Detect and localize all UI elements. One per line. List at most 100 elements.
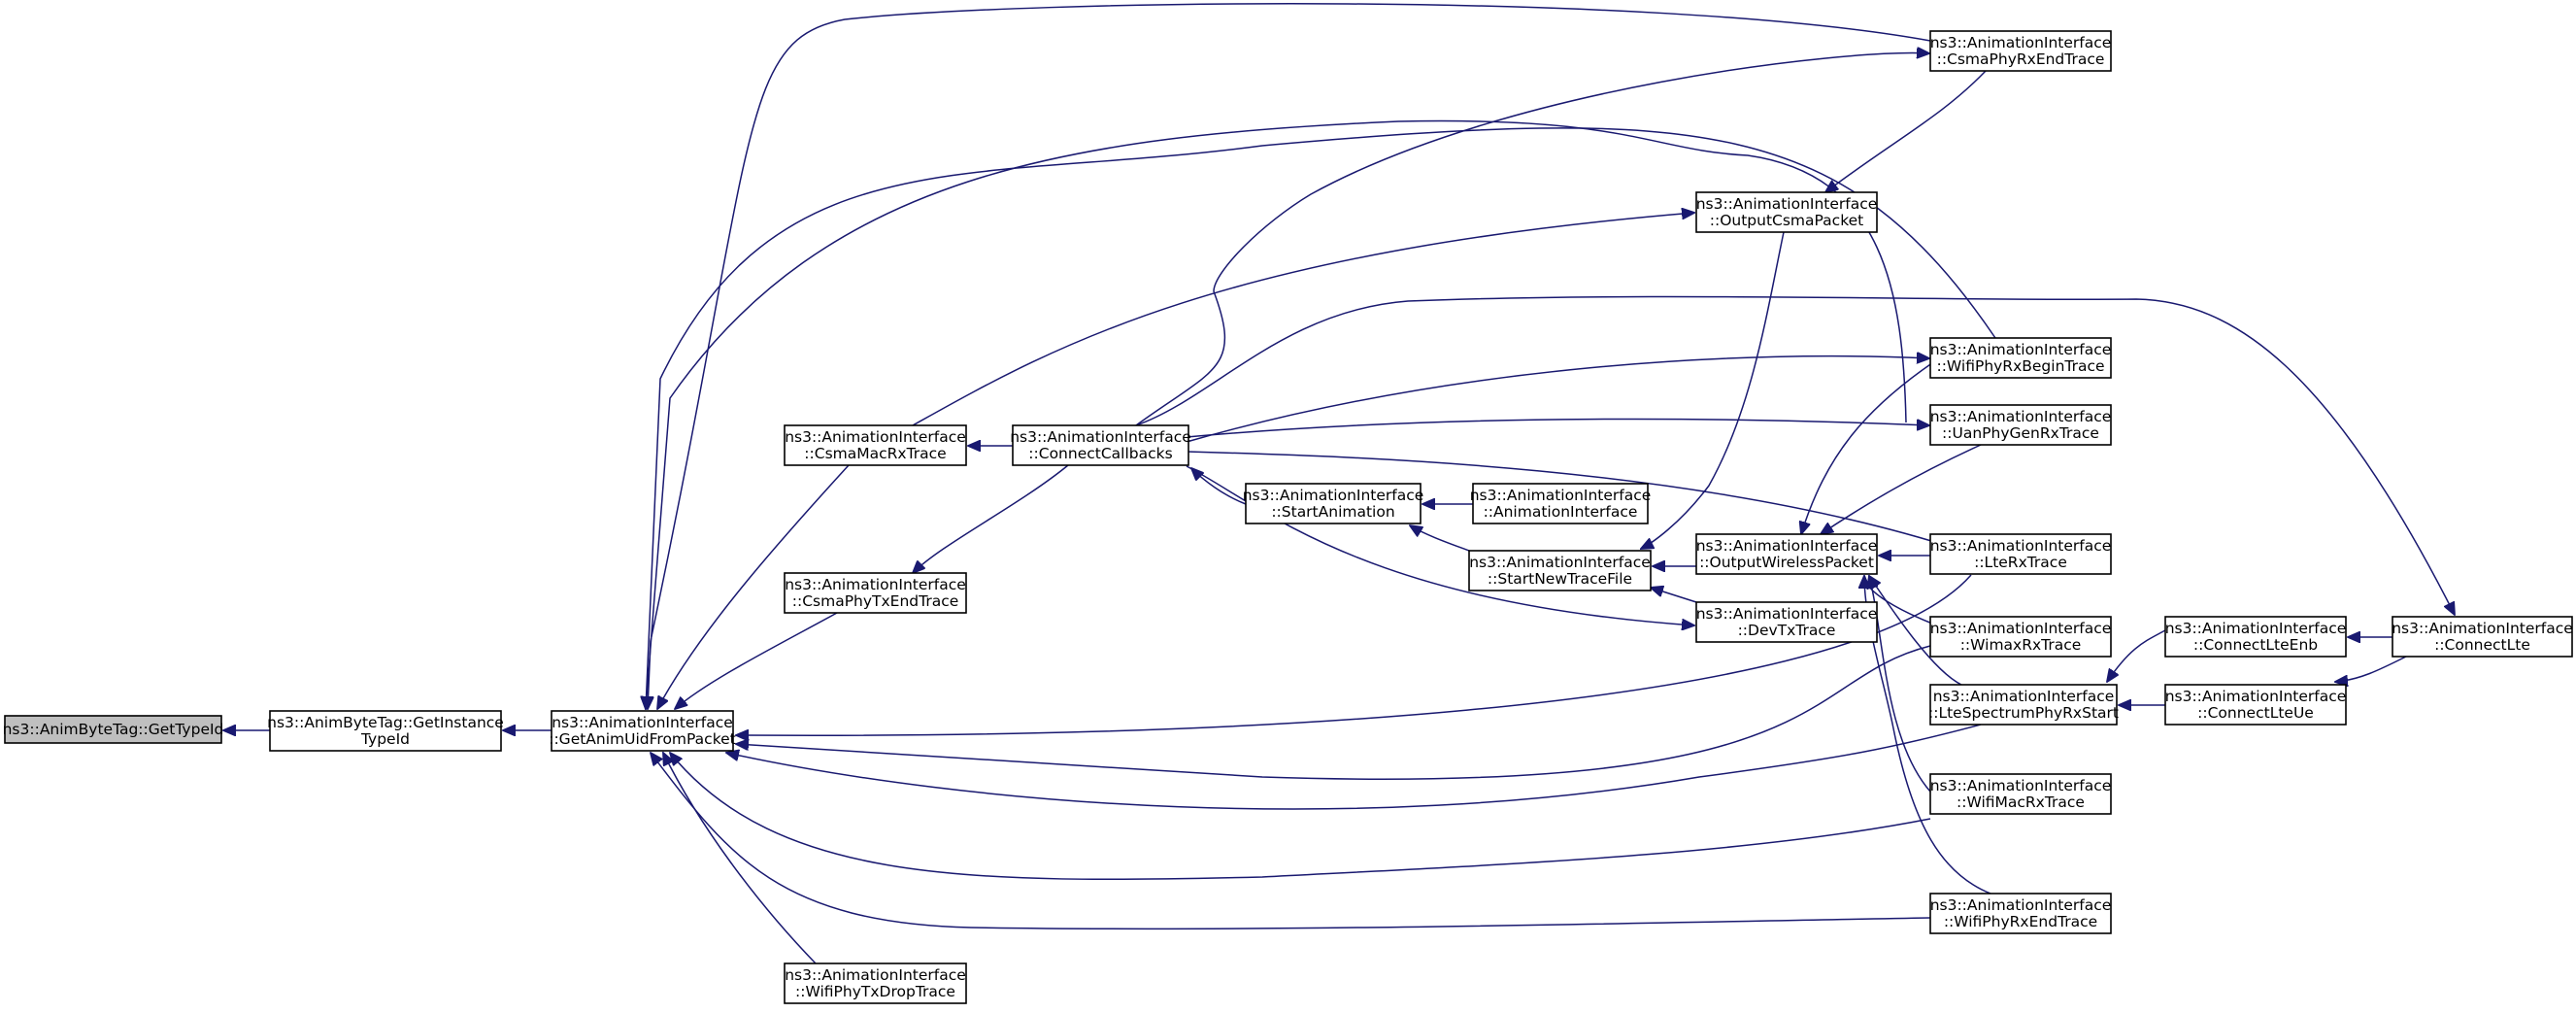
node-n2[interactable]: ns3::AnimationInterface::GetAnimUidFromP…	[549, 710, 736, 752]
edge-n6-to-n15	[1186, 418, 1929, 438]
edge-n16-to-n2	[736, 574, 1972, 735]
node-n5[interactable]: ns3::AnimationInterface::WifiPhyTxDropTr…	[784, 962, 967, 1004]
edge-n18-to-n11	[1869, 576, 1962, 686]
edge-n10-to-n9	[1641, 231, 1785, 549]
node-n19[interactable]: ns3::AnimationInterface::WifiMacRxTrace	[1929, 773, 2112, 815]
node-label: ::OutputWirelessPacket	[1699, 554, 1874, 571]
node-n0[interactable]: ns3::AnimByteTag::GetTypeId	[3, 715, 224, 744]
node-box	[551, 710, 734, 752]
node-n23[interactable]: ns3::AnimationInterface::ConnectLte	[2392, 616, 2573, 658]
node-label: ::LteSpectrumPhyRxStart	[1928, 704, 2119, 722]
edge-n3-to-n2	[657, 464, 850, 709]
node-box	[269, 710, 502, 752]
edge-n13-to-n10	[1825, 70, 1987, 192]
node-label: ::ConnectLteEnb	[2193, 636, 2318, 654]
node-label: ns3::AnimationInterface	[1930, 896, 2112, 914]
node-n8[interactable]: ns3::AnimationInterface::AnimationInterf…	[1470, 483, 1652, 524]
node-label: ns3::AnimationInterface	[785, 428, 966, 446]
node-label: ::OutputCsmaPacket	[1710, 212, 1864, 229]
edge-n3-to-n10	[912, 213, 1694, 426]
node-box	[1929, 684, 2118, 726]
node-n7[interactable]: ns3::AnimationInterface::StartAnimation	[1243, 483, 1424, 524]
node-label: ::ConnectCallbacks	[1028, 445, 1172, 462]
node-label: ns3::AnimationInterface	[1696, 537, 1878, 555]
node-box	[1929, 616, 2112, 658]
node-n18[interactable]: ns3::AnimationInterface::LteSpectrumPhyR…	[1928, 684, 2119, 726]
node-label: ::CsmaPhyRxEndTrace	[1937, 51, 2105, 68]
edge-n23-to-n22	[2335, 656, 2407, 682]
node-box	[2392, 616, 2573, 658]
node-n13[interactable]: ns3::AnimationInterface::CsmaPhyRxEndTra…	[1929, 30, 2112, 72]
edge-n6-to-n12	[1186, 465, 1694, 625]
node-label: ns3::AnimationInterface	[2392, 620, 2573, 637]
node-box	[1468, 550, 1652, 591]
edge-n21-to-n18	[2107, 629, 2166, 682]
node-n3[interactable]: ns3::AnimationInterface::CsmaMacRxTrace	[784, 424, 967, 466]
node-box	[1929, 893, 2112, 934]
edge-n6-to-n4	[913, 464, 1069, 573]
node-label: ns3::AnimationInterface	[1930, 620, 2112, 637]
node-n15[interactable]: ns3::AnimationInterface::UanPhyGenRxTrac…	[1929, 404, 2112, 446]
node-box	[1929, 404, 2112, 446]
node-label: ::WifiMacRxTrace	[1957, 794, 2085, 811]
node-box	[784, 962, 967, 1004]
node-label: ns3::AnimByteTag::GetInstance	[267, 714, 504, 731]
node-label: ::CsmaPhyTxEndTrace	[792, 592, 959, 610]
edge-n13-to-n2	[648, 3, 1931, 709]
node-box	[2164, 684, 2347, 726]
edge-n6-to-n13	[1135, 53, 1929, 426]
node-n12[interactable]: ns3::AnimationInterface::DevTxTrace	[1695, 601, 1878, 643]
node-label: ::CsmaMacRxTrace	[804, 445, 946, 462]
edge-n4-to-n2	[675, 612, 838, 709]
node-box	[1929, 773, 2112, 815]
node-label: ::WimaxRxTrace	[1960, 636, 2082, 654]
edge-n17-to-n2	[736, 645, 1931, 780]
node-box	[1695, 601, 1878, 643]
node-label: ns3::AnimationInterface	[1469, 554, 1651, 571]
node-n17[interactable]: ns3::AnimationInterface::WimaxRxTrace	[1929, 616, 2112, 658]
node-label: ns3::AnimationInterface	[1930, 537, 2112, 555]
node-box	[1929, 30, 2112, 72]
node-label: ns3::AnimationInterface	[1010, 428, 1191, 446]
node-n20[interactable]: ns3::AnimationInterface::WifiPhyRxEndTra…	[1929, 893, 2112, 934]
node-n4[interactable]: ns3::AnimationInterface::CsmaPhyTxEndTra…	[784, 572, 967, 614]
node-label: ns3::AnimationInterface	[785, 966, 966, 984]
node-n21[interactable]: ns3::AnimationInterface::ConnectLteEnb	[2164, 616, 2347, 658]
node-n22[interactable]: ns3::AnimationInterface::ConnectLteUe	[2164, 684, 2347, 726]
node-n10[interactable]: ns3::AnimationInterface::OutputCsmaPacke…	[1695, 191, 1878, 233]
node-label: ns3::AnimationInterface	[1933, 688, 2115, 705]
node-n11[interactable]: ns3::AnimationInterface::OutputWirelessP…	[1695, 533, 1878, 575]
edge-n6-to-n23	[1135, 295, 2455, 615]
node-box	[4, 715, 222, 744]
node-label: ::UanPhyGenRxTrace	[1942, 424, 2099, 442]
node-label: ::WifiPhyRxEndTrace	[1944, 913, 2097, 930]
node-box	[2164, 616, 2347, 658]
edge-n5-to-n2	[663, 753, 817, 964]
node-box	[784, 572, 967, 614]
node-label: ns3::AnimationInterface	[1930, 34, 2112, 51]
node-label: ns3::AnimationInterface	[1243, 487, 1424, 504]
node-label: ::ConnectLte	[2434, 636, 2530, 654]
node-label: ns3::AnimByteTag::GetTypeId	[3, 721, 224, 738]
edge-n6-to-n16	[1186, 451, 1957, 549]
node-n9[interactable]: ns3::AnimationInterface::StartNewTraceFi…	[1468, 550, 1652, 591]
node-box	[784, 424, 967, 466]
node-layer: ns3::AnimByteTag::GetTypeId ns3::AnimByte…	[3, 30, 2573, 1004]
node-label: ns3::AnimationInterface	[1930, 408, 2112, 425]
node-n14[interactable]: ns3::AnimationInterface::WifiPhyRxBeginT…	[1929, 337, 2112, 379]
node-box	[1695, 533, 1878, 575]
node-box	[1472, 483, 1649, 524]
edge-n20-to-n2	[651, 753, 1931, 930]
edge-n19-to-n11	[1869, 576, 1931, 793]
node-n6[interactable]: ns3::AnimationInterface::ConnectCallback…	[1010, 424, 1191, 466]
node-label: ns3::AnimationInterface	[1930, 341, 2112, 358]
node-n16[interactable]: ns3::AnimationInterface::LteRxTrace	[1929, 533, 2112, 575]
edge-n7-to-n6	[1191, 468, 1247, 505]
node-label: ns3::AnimationInterface	[1696, 195, 1878, 213]
edge-layer	[223, 3, 2455, 964]
node-label: ns3::AnimationInterface	[785, 576, 966, 593]
edge-n15-to-n11	[1821, 444, 1982, 534]
node-label: ns3::AnimationInterface	[1930, 777, 2112, 794]
edge-n14-to-n11	[1801, 355, 1943, 534]
